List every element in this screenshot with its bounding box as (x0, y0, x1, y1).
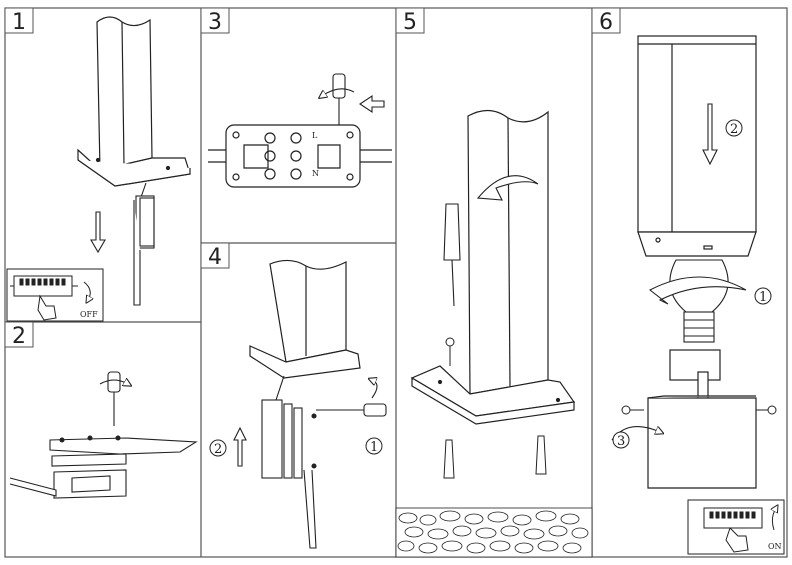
terminal-label-n: N (312, 169, 319, 178)
bollard-post (410, 109, 576, 425)
callout-label-3: 3 (617, 434, 625, 449)
lamp-head (637, 35, 757, 257)
rotate-arrow-icon (648, 276, 747, 305)
cable-junction (133, 182, 155, 306)
panel-step-4: 4 1 2 (200, 242, 387, 549)
callout-label-2: 2 (214, 442, 222, 457)
callout-2 (209, 439, 227, 457)
panel-step-3: 3 L N (200, 7, 392, 188)
callout-1 (754, 287, 772, 305)
junction-box (261, 375, 317, 549)
callout-label-1: 1 (370, 440, 378, 455)
breaker-switch-icon (687, 499, 785, 555)
switch-label-on: ON (768, 542, 782, 551)
step-number-box (200, 7, 230, 34)
screwdriver-icon (322, 73, 355, 125)
terminal-block (208, 124, 392, 188)
up-arrow-icon (233, 426, 247, 467)
callout-1 (365, 437, 383, 455)
post-top (647, 349, 757, 489)
callout-3 (612, 431, 630, 449)
junction-box-exploded (9, 435, 198, 499)
callout-label-2: 2 (730, 122, 738, 137)
bollard-post (249, 259, 361, 379)
step-number-box (200, 242, 230, 269)
down-arrow-icon (90, 211, 106, 254)
switch-label-off: OFF (80, 310, 98, 319)
step-number-box (4, 7, 34, 34)
breaker-switch-icon (6, 268, 104, 322)
screw-icon (621, 405, 777, 415)
step-number-box (591, 7, 621, 34)
step-number: 4 (208, 245, 222, 270)
step-number-box (4, 321, 34, 348)
terminal-label-l: L (312, 131, 318, 140)
bollard-post (77, 16, 191, 187)
step-number: 5 (403, 10, 417, 35)
wall-plugs (443, 435, 547, 479)
panel-step-5: 5 (395, 7, 593, 558)
screwdriver-icon (99, 371, 128, 426)
step-number-box (395, 7, 425, 34)
panel-step-2: 2 (4, 321, 198, 499)
gravel-ground (395, 507, 593, 558)
rotate-arrow-icon (476, 175, 539, 201)
screw-icon (445, 337, 455, 366)
step-number: 1 (12, 10, 26, 35)
panel-step-6: 6 (591, 7, 785, 555)
hand-icon (725, 527, 749, 553)
screwdriver-icon (443, 203, 461, 307)
step-number: 6 (599, 10, 613, 35)
step-number: 2 (12, 324, 26, 349)
hand-icon (37, 294, 57, 321)
callout-label-1: 1 (759, 290, 767, 305)
bulb-icon (669, 259, 729, 343)
step-number: 3 (208, 10, 222, 35)
screwdriver-icon (316, 380, 387, 417)
left-arrow-icon (359, 94, 385, 114)
down-arrow-icon (702, 103, 718, 166)
panel-step-1: 1 (4, 7, 191, 322)
callout-2 (725, 119, 743, 137)
